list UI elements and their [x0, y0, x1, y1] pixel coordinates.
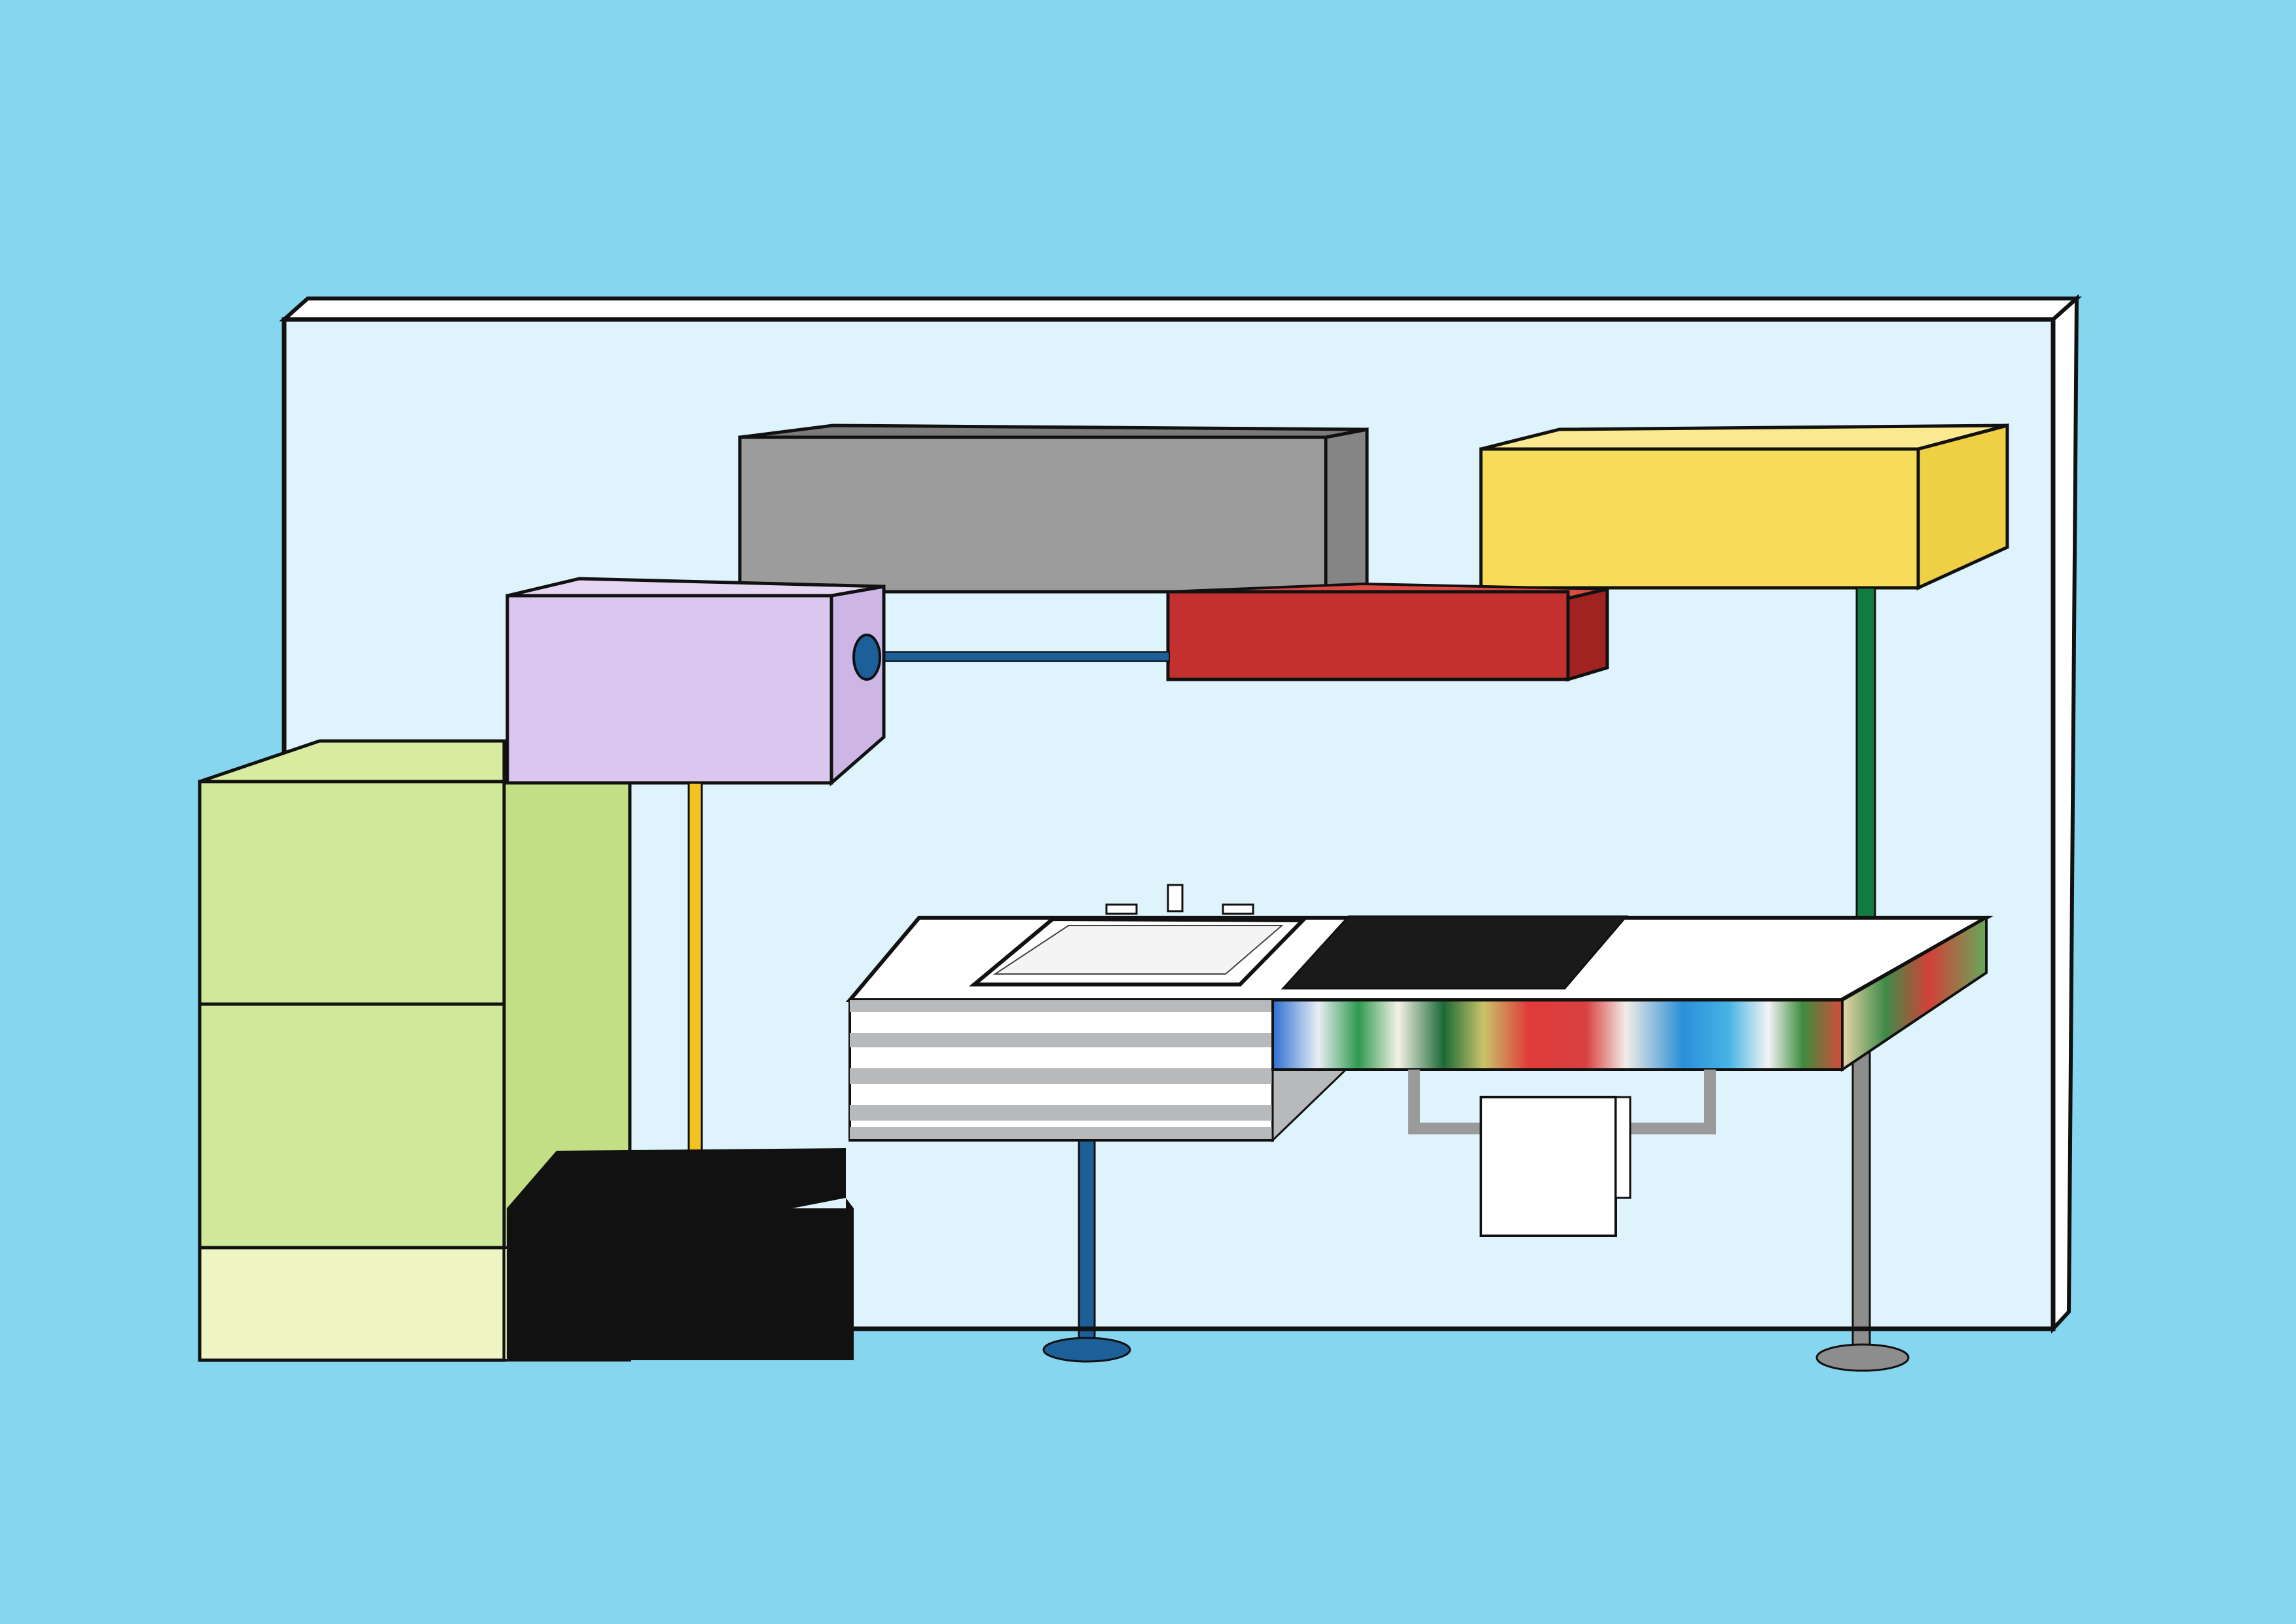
lilac-cabinet-rod-socket [852, 634, 881, 681]
green-unit-door-middle [198, 1002, 506, 1250]
black-block-side [846, 1198, 854, 1360]
stripe [850, 1105, 1273, 1121]
red-cabinet-side [1566, 586, 1609, 682]
grey-cabinet-front [738, 435, 1328, 594]
yellow-cabinet-front [1479, 447, 1920, 590]
painted-counter-side [1841, 915, 1988, 1072]
black-base-block [507, 1148, 854, 1360]
green-unit-top [199, 739, 506, 784]
lilac-cabinet-front [505, 594, 833, 785]
grey-leg-foot [1815, 1343, 1910, 1372]
paper-towel-roll-end [1614, 1096, 1631, 1199]
grey-wall-cabinet [738, 424, 1369, 594]
faucet [1105, 884, 1254, 915]
blue-leg-foot [1042, 1337, 1131, 1363]
towel-holder [1408, 1070, 1716, 1237]
blue-horizontal-rod [864, 651, 1170, 662]
sink-counter [845, 884, 1994, 1143]
red-cabinet-front [1166, 590, 1570, 681]
black-block-front [507, 1208, 854, 1360]
stripe [850, 1068, 1273, 1084]
grey-cabinet-top [739, 424, 1368, 439]
wall-panel-top-edge [279, 297, 2082, 321]
black-block-top [507, 1148, 846, 1208]
stripe [850, 1000, 1273, 1012]
hob [1281, 915, 1629, 990]
painted-drawer-front [1271, 999, 1844, 1071]
grey-support-leg [1815, 1045, 1910, 1372]
yellow-wall-cabinet [1479, 423, 2009, 590]
sink-basin [968, 916, 1308, 986]
stripe [850, 1127, 1273, 1139]
green-unit-base [198, 1246, 506, 1362]
red-wall-cabinet [1166, 582, 1609, 682]
paper-towel [1480, 1096, 1617, 1237]
yellow-cabinet-side [1916, 423, 2009, 590]
green-unit-door-upper [198, 780, 506, 1006]
wall-panel-side-edge [2051, 294, 2079, 1334]
grey-cabinet-side [1324, 427, 1369, 594]
stripe [850, 1033, 1273, 1047]
lilac-cabinet [505, 577, 886, 787]
